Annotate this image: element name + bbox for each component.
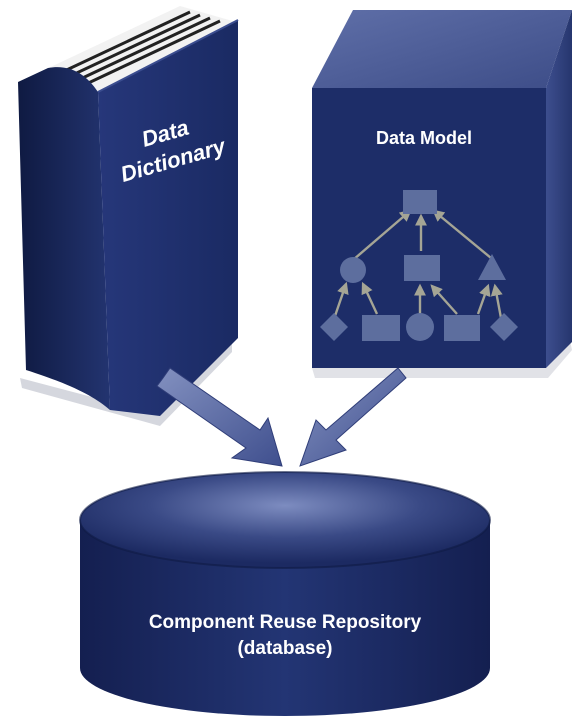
book-cover [98, 20, 238, 416]
entity-root-square [403, 190, 437, 214]
repository-database: Component Reuse Repository (database) [79, 471, 491, 716]
entity-square-bottom-1 [362, 315, 400, 341]
entity-square-bottom-2 [444, 315, 480, 341]
data-dictionary-book: Data Dictionary [18, 6, 239, 426]
entity-circle-left [340, 257, 366, 283]
entity-square-middle [404, 255, 440, 281]
data-model-cube: Data Model [312, 10, 572, 378]
repository-title: Component Reuse Repository [149, 612, 422, 633]
cube-side [546, 10, 572, 368]
entity-circle-bottom [406, 313, 434, 341]
entity-diamond-right [490, 313, 518, 341]
entity-triangle-right [478, 254, 506, 280]
book-page-lines [57, 10, 221, 88]
repository-subtitle: (database) [237, 638, 332, 659]
arrow-from-model [299, 367, 407, 467]
arrow-from-dictionary [156, 367, 283, 467]
model-title: Data Model [376, 128, 472, 148]
database-body [80, 520, 490, 716]
model-diagram [320, 190, 518, 341]
database-top [80, 472, 490, 568]
entity-diamond-left [320, 313, 348, 341]
cube-top [312, 10, 572, 88]
book-spine [18, 67, 110, 410]
flow-arrows [156, 367, 407, 467]
